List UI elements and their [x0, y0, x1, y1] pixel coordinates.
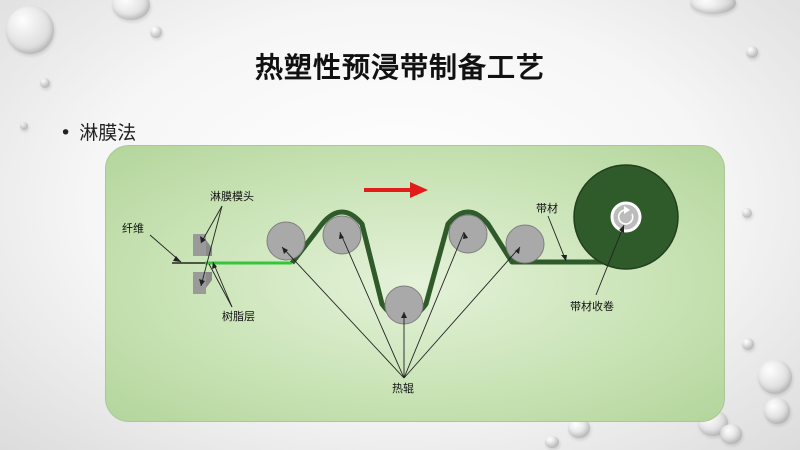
water-drop-decoration: [40, 78, 50, 88]
leader-arrowheads: [173, 225, 624, 318]
water-drop-decoration: [746, 46, 758, 58]
water-drop-decoration: [6, 6, 54, 54]
leader-lines: [149, 205, 625, 379]
water-drop-decoration: [112, 0, 150, 20]
label-heated-rollers: 热辊: [392, 381, 414, 395]
water-drop-decoration: [545, 436, 559, 448]
label-tape-winding: 带材收卷: [570, 299, 614, 313]
water-drop-decoration: [690, 0, 736, 14]
water-drop-decoration: [20, 122, 28, 130]
water-drop-decoration: [568, 418, 590, 438]
label-tape: 带材: [536, 201, 558, 215]
tape-winding-roll: [573, 164, 679, 270]
water-drop-decoration: [720, 424, 742, 444]
water-drop-decoration: [758, 360, 792, 394]
water-drop-decoration: [764, 398, 790, 424]
water-drop-decoration: [742, 208, 752, 218]
label-coating-die: 淋膜模头: [210, 190, 254, 203]
water-drop-decoration: [150, 26, 162, 38]
bullet-marker: •: [60, 122, 72, 144]
label-resin-layer: 树脂层: [222, 309, 255, 323]
bullet-text: 淋膜法: [79, 122, 137, 144]
water-drop-decoration: [742, 338, 754, 350]
slide-title: 热塑性预浸带制备工艺: [254, 51, 545, 84]
bullet-item: • 淋膜法: [60, 118, 136, 145]
heated-roller: [266, 221, 306, 261]
heated-roller: [505, 224, 545, 264]
label-fiber: 纤维: [122, 222, 144, 235]
rotation-arrow-icon: [617, 206, 634, 225]
heated-roller: [448, 214, 488, 254]
direction-arrow-icon: [364, 182, 428, 198]
